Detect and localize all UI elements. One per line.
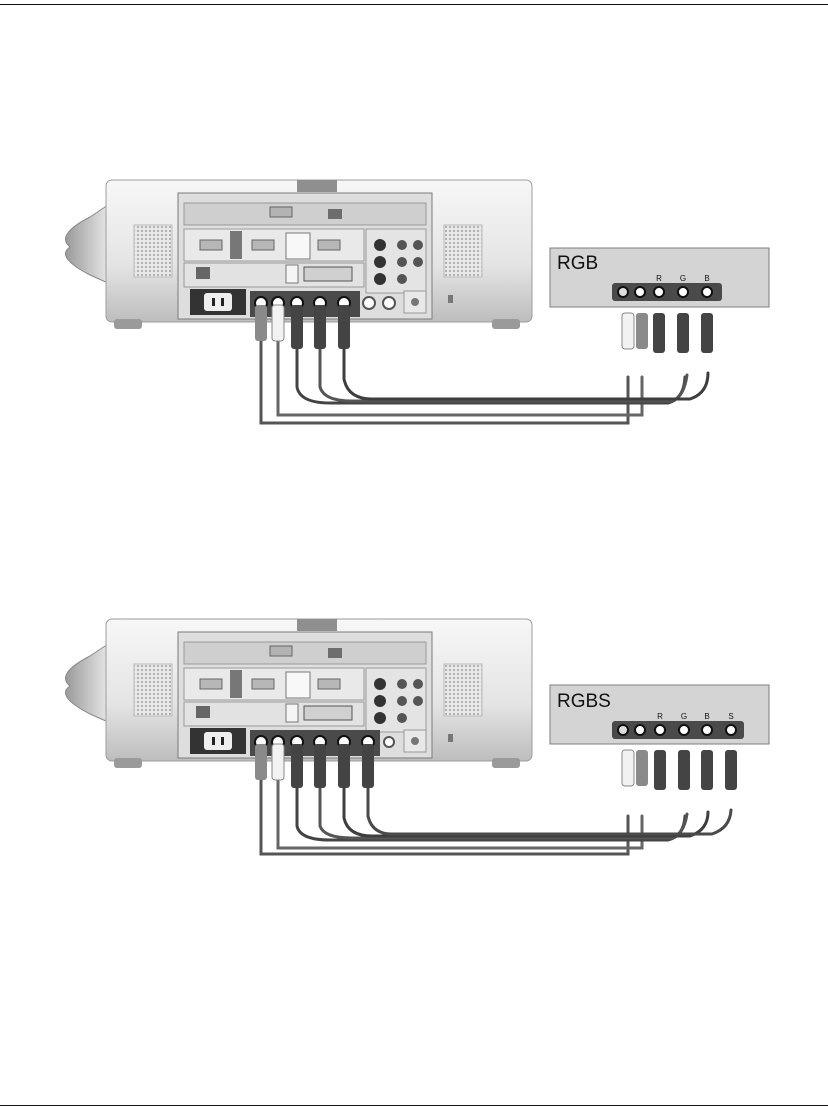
connection-diagram-rgbs: RGBS R G B S [0, 604, 828, 904]
cable-bundle [255, 305, 713, 423]
connection-diagram-rgb: RGB R G B [0, 165, 828, 465]
diagram-svg-rgbs: RGBS R G B S [0, 604, 828, 904]
top-rule [0, 4, 828, 5]
connector-label-g: G [681, 712, 687, 721]
source-device-rgb: RGB R G B [550, 248, 769, 307]
connector-label-b: B [704, 712, 709, 721]
source-device-rgbs: RGBS R G B S [550, 685, 769, 744]
connector-label-g: G [680, 274, 686, 283]
source-label: RGBS [557, 691, 611, 712]
diagram-svg-rgb: RGB R G B [0, 165, 828, 465]
connector-label-r: R [656, 274, 662, 283]
connector-label-b: B [704, 274, 709, 283]
bottom-rule [0, 1105, 828, 1106]
source-label: RGB [557, 253, 598, 274]
connector-label-s: S [728, 712, 733, 721]
connector-label-r: R [657, 712, 663, 721]
